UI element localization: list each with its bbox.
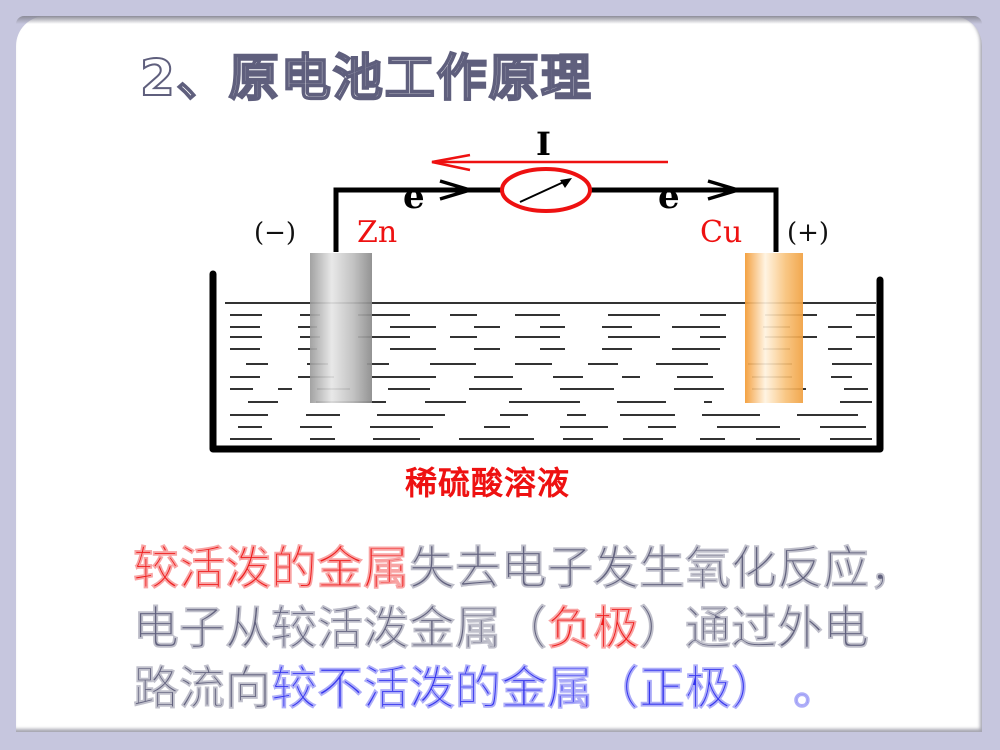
anode-label-zn: Zn: [357, 215, 398, 250]
current-label: I: [536, 125, 551, 163]
text-segment: 路流向: [133, 661, 272, 716]
electron-label-right: e: [658, 177, 680, 217]
galvanometer-icon: [500, 167, 592, 213]
explanation-line-3: 路流向较不活泼的金属（正极） 。: [133, 658, 973, 718]
positive-pole-label: (+): [787, 218, 830, 248]
electron-arrow-left-icon: [439, 179, 477, 201]
explanation-text: 较活泼的金属失去电子发生氧化反应， 电子从较活泼金属（负极）通过外电 路流向较不…: [133, 538, 973, 718]
highlight-less-active-metal: 较不活泼的金属（正极） 。: [271, 661, 840, 716]
zinc-electrode: [310, 253, 372, 403]
text-segment: 失去电子发生氧化反应，: [409, 541, 916, 596]
highlight-negative-pole: 负极: [547, 601, 640, 656]
cathode-label-cu: Cu: [700, 215, 743, 250]
electron-arrow-right-icon: [707, 179, 745, 201]
highlight-active-metal: 较活泼的金属: [133, 541, 410, 596]
solution-caption: 稀硫酸溶液: [405, 464, 571, 502]
explanation-line-1: 较活泼的金属失去电子发生氧化反应，: [133, 538, 973, 598]
current-arrow-icon: [431, 153, 668, 172]
negative-pole-label: (−): [254, 218, 297, 248]
electron-label-left: e: [403, 177, 425, 217]
copper-electrode: [745, 253, 803, 403]
text-segment: 电子从较活泼金属（: [133, 601, 548, 656]
slide-title: 2、原电池工作原理: [139, 48, 593, 108]
beaker: [209, 270, 884, 453]
explanation-line-2: 电子从较活泼金属（负极）通过外电: [133, 598, 973, 658]
text-segment: ）通过外电: [639, 601, 870, 656]
slide-panel: [16, 16, 982, 732]
